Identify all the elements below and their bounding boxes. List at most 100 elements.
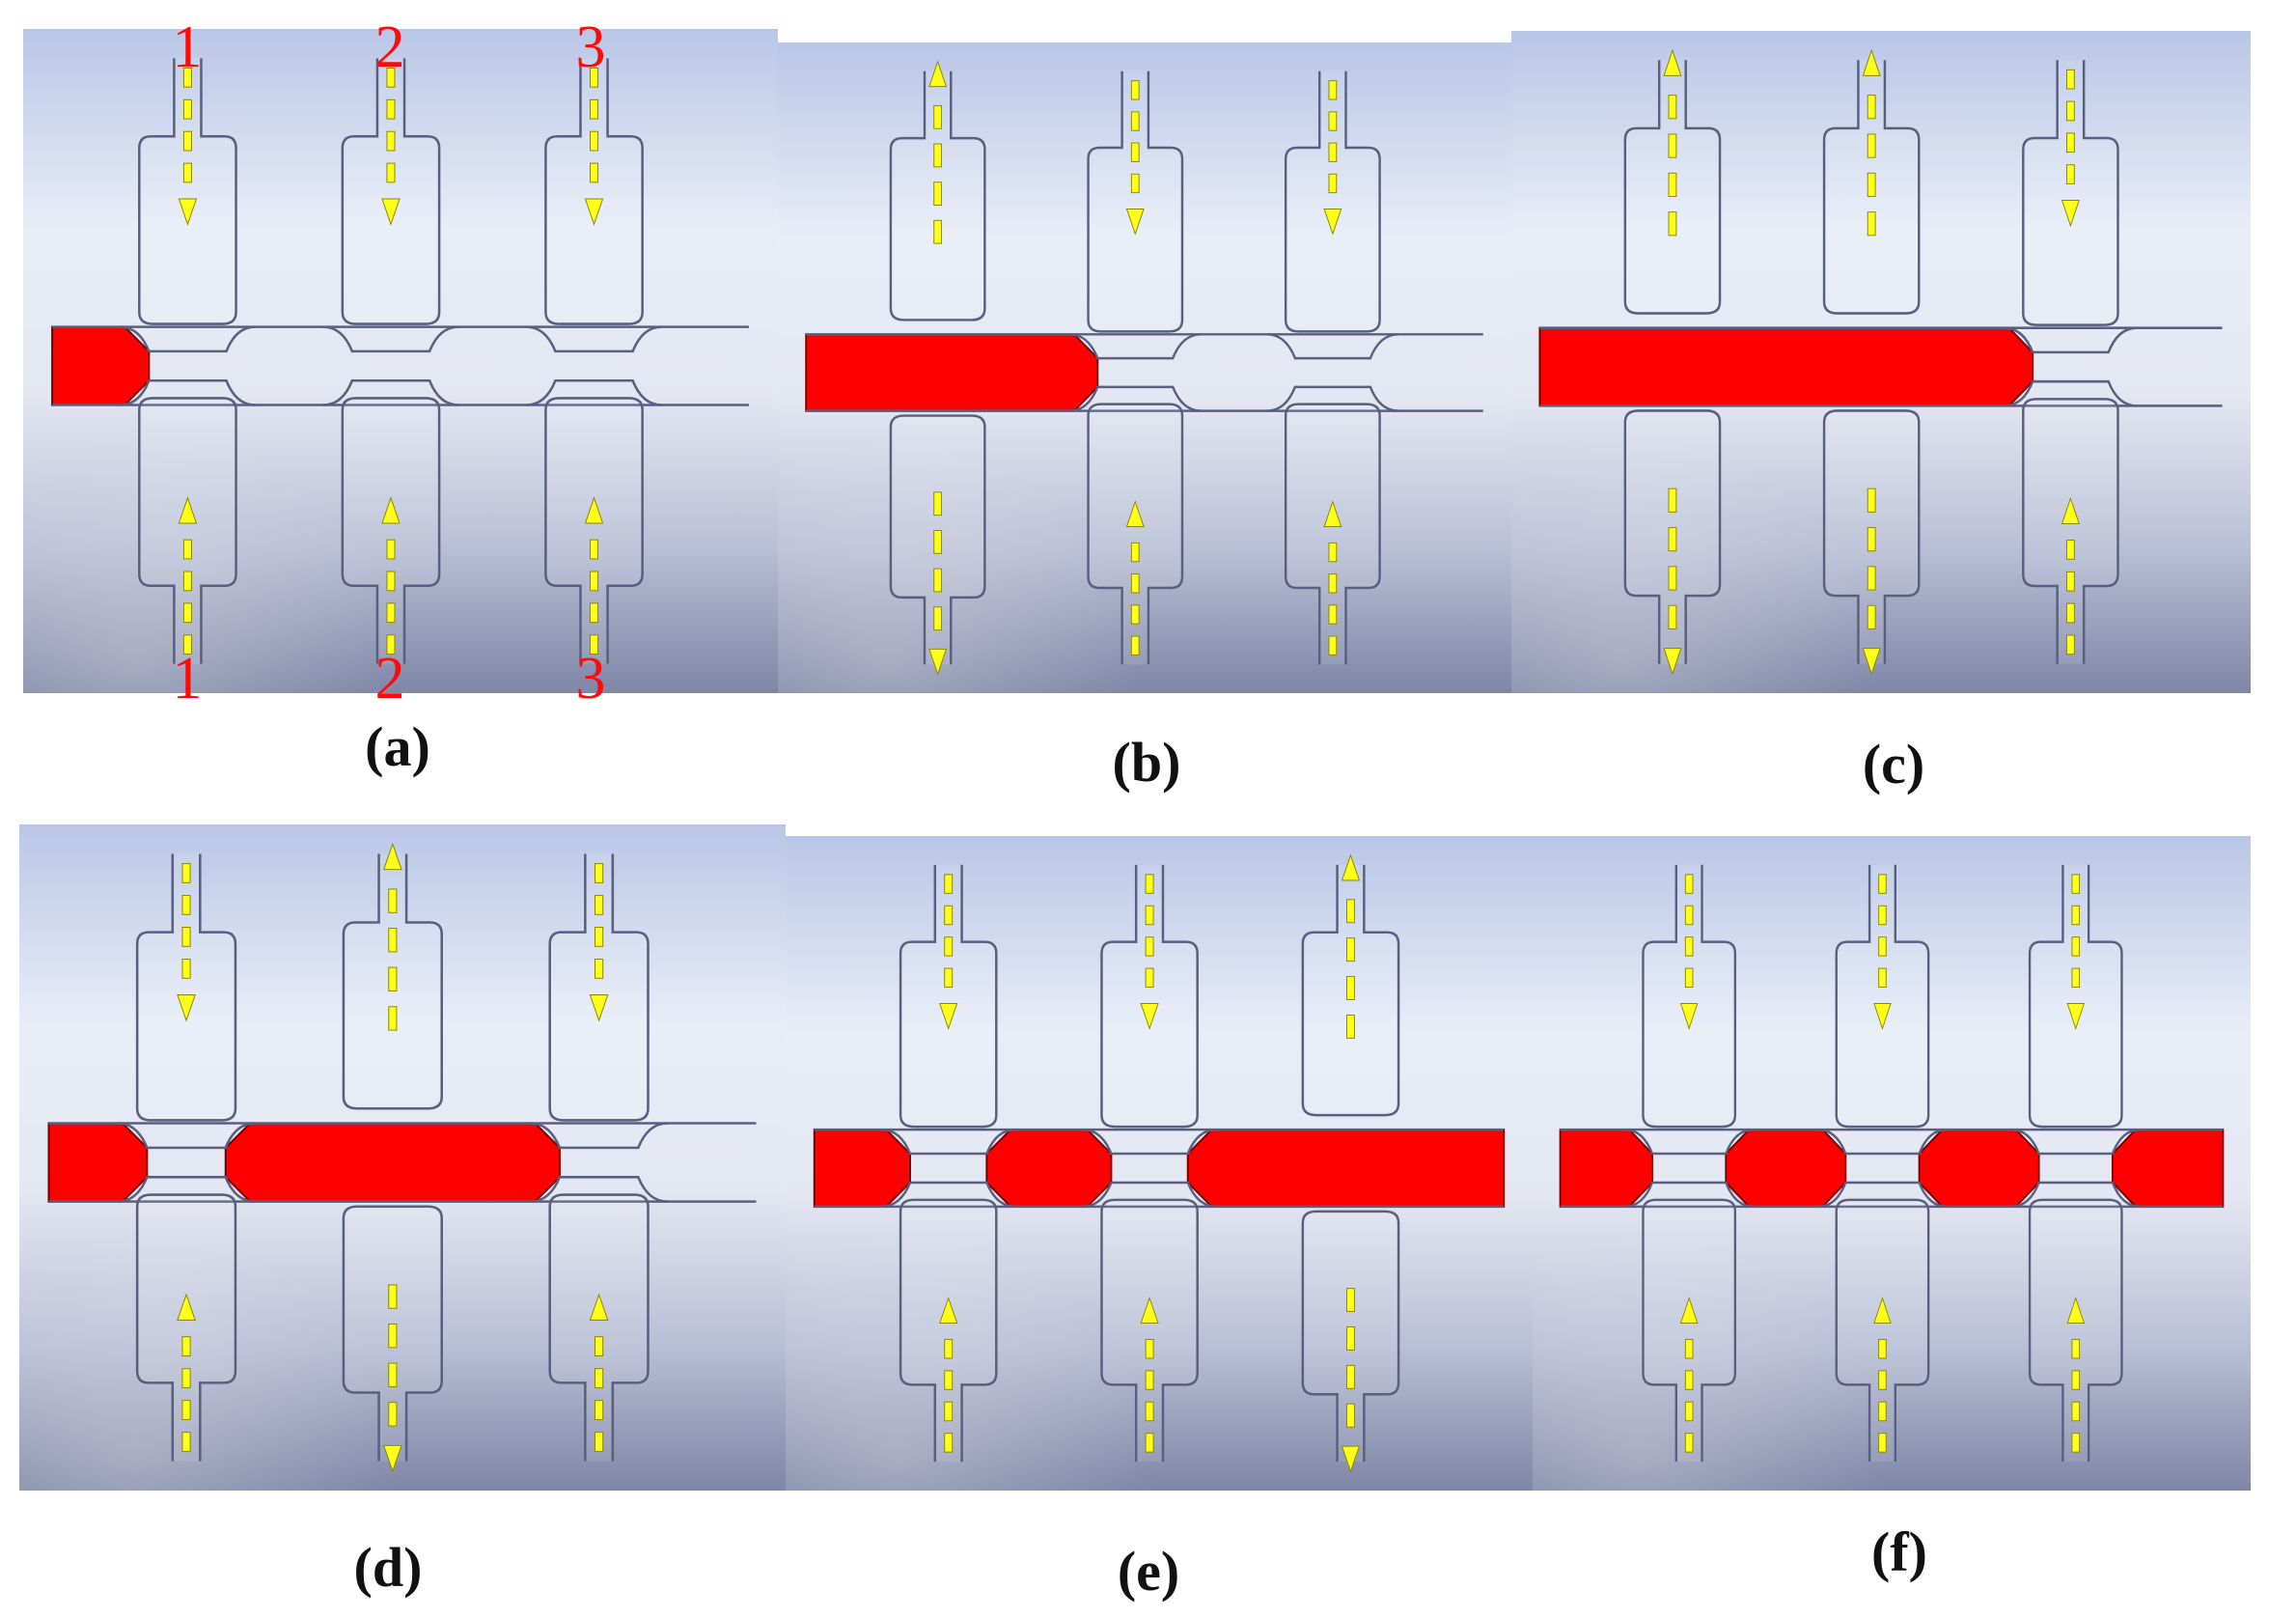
panel-d-diagram <box>19 824 786 1491</box>
pressure-arrow-down-icon <box>178 67 198 226</box>
valve-upper-chamber <box>138 58 237 325</box>
pressure-arrow-down-icon <box>2061 69 2080 228</box>
valve-membrane-bottom <box>322 378 459 406</box>
pressure-arrow-down-icon <box>939 874 958 1030</box>
valve-lower-chamber <box>1642 1198 1737 1463</box>
valve-membrane-bottom <box>1068 385 1202 412</box>
panel-c-diagram <box>1511 31 2251 693</box>
valve-membrane-bottom <box>1817 1181 1948 1209</box>
panel-f-diagram <box>1533 836 2251 1491</box>
valve-upper-chamber <box>135 853 237 1122</box>
valve-lower-chamber <box>1087 403 1184 665</box>
valve-lower-chamber <box>135 1193 237 1462</box>
valve-3 <box>526 58 662 664</box>
valve-index-bottom-2: 2 <box>374 646 405 711</box>
fluid-plug-middle <box>224 1122 561 1203</box>
pressure-arrow-up-icon <box>584 496 604 656</box>
pressure-arrow-up-icon <box>1679 1297 1699 1453</box>
valve-membrane-bottom <box>1082 1181 1217 1209</box>
fluid-plug-outlet <box>2111 1129 2225 1208</box>
vacuum-arrow-up-icon <box>1341 853 1361 1039</box>
valve-membrane-bottom <box>1266 385 1399 412</box>
valve-1 <box>881 864 1016 1463</box>
valve-upper-chamber <box>1284 70 1381 333</box>
valve-membrane-top <box>881 1128 1016 1156</box>
valve-upper-chamber <box>341 58 441 325</box>
vacuum-arrow-down-icon <box>1862 488 1881 676</box>
valve-2 <box>342 842 443 1473</box>
valve-upper-chamber <box>1100 864 1199 1129</box>
valve-lower-chamber <box>899 1198 998 1463</box>
valve-lower-chamber <box>341 397 441 664</box>
valve-membrane-bottom <box>526 378 662 406</box>
panel-e <box>786 836 1533 1491</box>
valve-membrane-top <box>530 1122 668 1150</box>
valve-upper-chamber <box>1642 864 1737 1129</box>
panel-b <box>778 42 1511 693</box>
valve-membrane-top <box>1624 1128 1754 1156</box>
valve-upper-chamber <box>2028 864 2123 1129</box>
valve-membrane-bottom <box>2004 379 2138 407</box>
panel-e-diagram <box>786 836 1533 1491</box>
caption-a: (a) <box>365 715 430 778</box>
pressure-arrow-up-icon <box>589 1293 609 1452</box>
vacuum-arrow-down-icon <box>928 491 948 676</box>
valve-membrane-top <box>120 325 256 353</box>
fluid-plug-1 <box>1725 1129 1847 1208</box>
valve-lower-chamber <box>2028 1198 2123 1463</box>
panel-a-diagram <box>23 29 778 693</box>
pressure-arrow-down-icon <box>589 863 609 1022</box>
valve-membrane-bottom <box>2010 1181 2141 1209</box>
valve-3 <box>2010 864 2141 1463</box>
fluid-plug <box>1538 326 2034 407</box>
pressure-arrow-down-icon <box>177 863 196 1022</box>
caption-e: (e) <box>1117 1540 1180 1603</box>
pressure-arrow-down-icon <box>1140 874 1159 1030</box>
pressure-arrow-down-icon <box>1323 80 1342 236</box>
valve-index-top-1: 1 <box>172 14 203 80</box>
caption-d: (d) <box>353 1536 423 1599</box>
pressure-arrow-down-icon <box>1125 80 1145 236</box>
valve-index-top-2: 2 <box>374 14 405 80</box>
valve-membrane-bottom <box>530 1176 668 1203</box>
valve-2 <box>1822 48 1921 676</box>
valve-membrane-top <box>322 325 459 353</box>
valve-membrane-bottom <box>120 378 256 406</box>
fluid-plug <box>51 325 151 406</box>
main-channel <box>52 325 749 406</box>
main-channel <box>806 333 1483 412</box>
vacuum-arrow-up-icon <box>1663 48 1682 237</box>
valve-2 <box>1082 864 1217 1463</box>
valve-upper-chamber <box>548 853 650 1122</box>
panel-a <box>23 29 778 693</box>
valve-upper-chamber <box>899 864 998 1129</box>
main-channel <box>814 1128 1505 1209</box>
valve-3 <box>1301 853 1400 1473</box>
fluid-plug-outlet <box>1186 1129 1506 1208</box>
fluid-plug-inlet <box>47 1122 149 1203</box>
caption-c: (c) <box>1862 733 1925 795</box>
valve-lower-chamber <box>1835 1198 1930 1463</box>
valve-1 <box>889 60 986 676</box>
valve-3 <box>1266 70 1399 665</box>
valve-membrane-top <box>1082 1128 1217 1156</box>
valve-3 <box>2004 60 2138 664</box>
main-channel <box>48 1122 757 1203</box>
main-channel <box>1539 326 2223 407</box>
valve-index-bottom-3: 3 <box>575 646 606 711</box>
fluid-plug-inlet <box>813 1129 911 1208</box>
valve-index-bottom-1: 1 <box>172 646 203 711</box>
valve-membrane-bottom <box>117 1176 256 1203</box>
pressure-arrow-up-icon <box>1873 1297 1892 1453</box>
vacuum-arrow-up-icon <box>928 60 948 244</box>
valve-membrane-bottom <box>1624 1181 1754 1209</box>
main-channel <box>1560 1128 2224 1209</box>
vacuum-arrow-down-icon <box>1663 488 1682 676</box>
fluid-plug <box>805 333 1099 412</box>
valve-membrane-top <box>526 325 662 353</box>
valve-lower-chamber <box>1100 1198 1199 1463</box>
valve-lower-chamber <box>138 397 237 664</box>
valve-lower-chamber <box>548 1193 650 1462</box>
panel-d <box>19 824 786 1491</box>
valve-index-top-3: 3 <box>575 14 606 80</box>
